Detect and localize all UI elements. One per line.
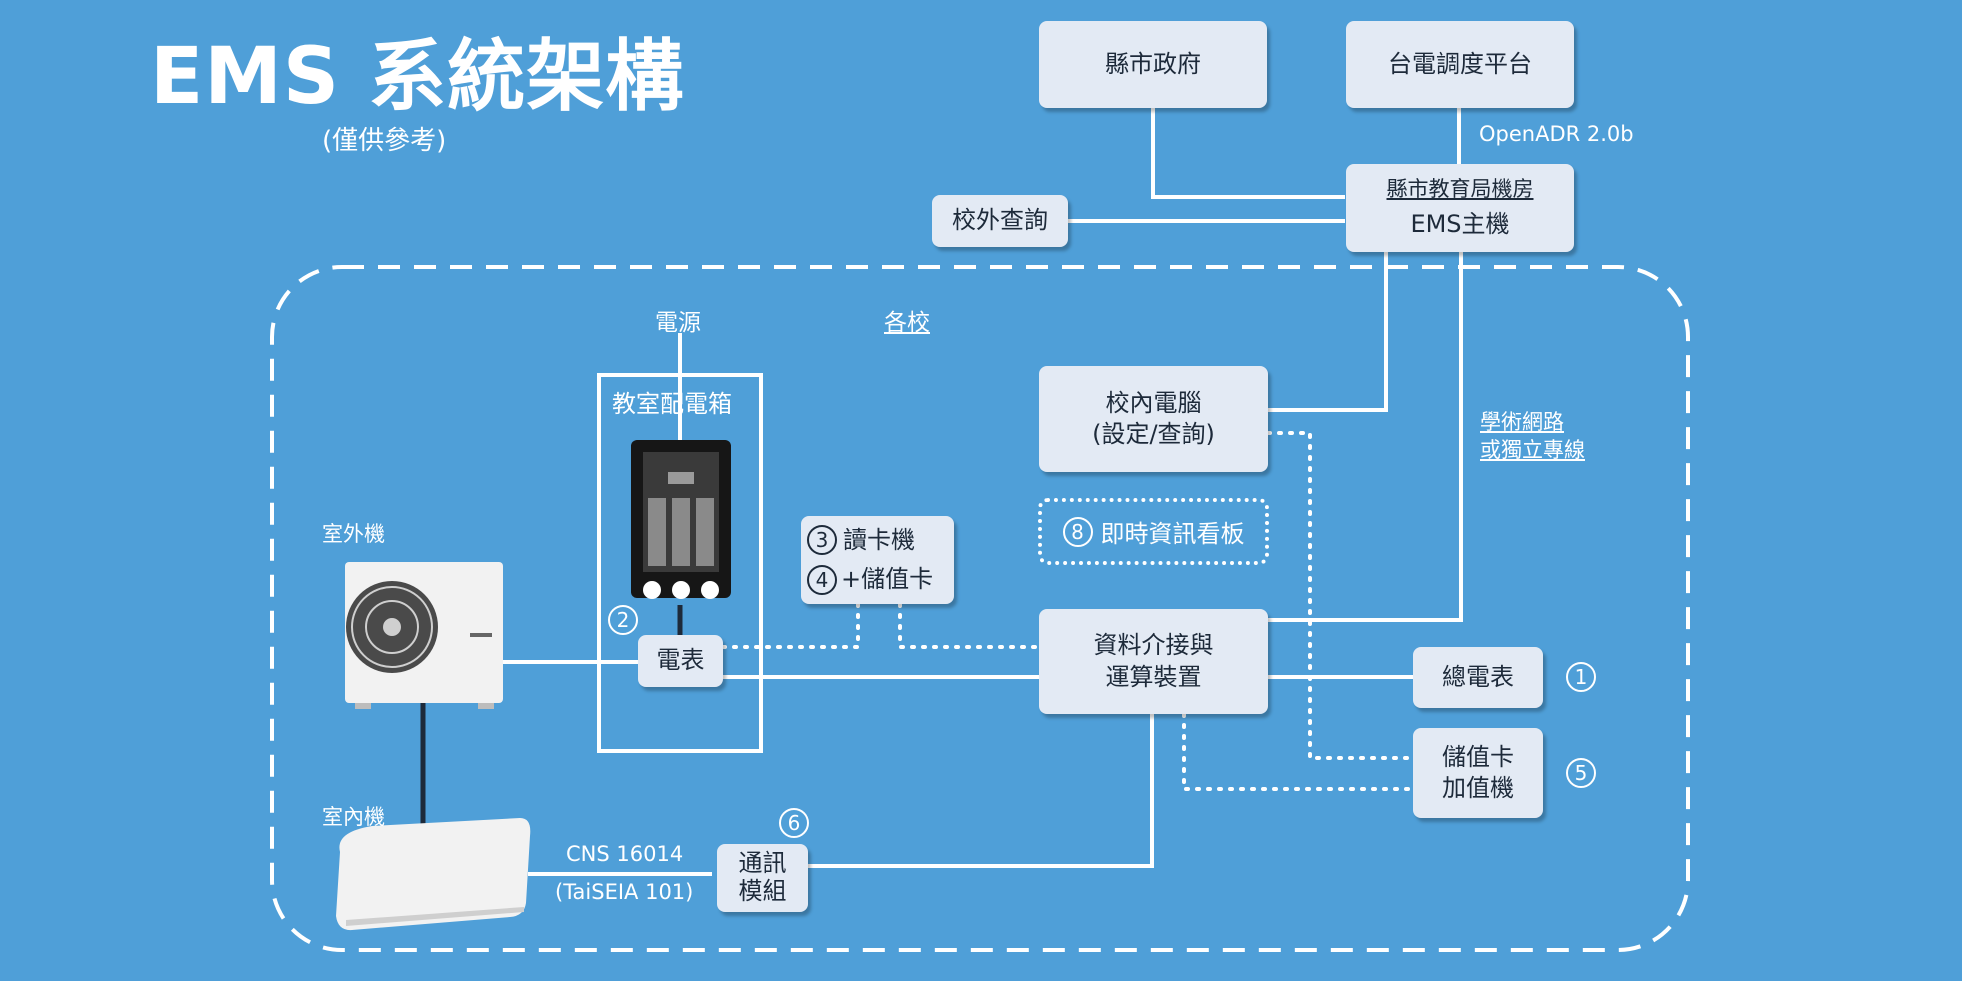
county-government-label: 縣市政府 <box>1105 49 1201 78</box>
main-meter-box: 總電表 <box>1413 647 1543 708</box>
indoor-unit-label: 室內機 <box>322 805 385 829</box>
card-topup-sublabel: 加值機 <box>1442 774 1514 802</box>
comm-module-sublabel: 模組 <box>738 877 787 905</box>
number-badge-4: 4 <box>807 564 837 595</box>
dotline-meter-cardreader <box>721 602 860 649</box>
taipower-dispatch-box: 台電調度平台 <box>1346 21 1574 108</box>
page-subtitle: (僅供參考) <box>322 126 447 156</box>
comm-module-label: 通訊 <box>738 849 787 878</box>
ems-host-label: EMS主機 <box>1410 210 1510 239</box>
county-government-box: 縣市政府 <box>1039 21 1267 108</box>
line-county-ems <box>1151 108 1345 199</box>
taipower-dispatch-label: 台電調度平台 <box>1388 49 1532 78</box>
each-school-label: 各校 <box>884 310 930 336</box>
indoor-unit-illustration <box>336 818 531 931</box>
number-badge-3: 3 <box>807 525 837 556</box>
network-sublabel: 或獨立專線 <box>1480 438 1585 462</box>
data-interface-label: 資料介接與 <box>1093 631 1214 660</box>
distribution-box-label: 教室配電箱 <box>612 390 732 418</box>
line-datainterface-comm <box>808 714 1154 868</box>
comm-module-box: 通訊 模組 <box>717 844 808 912</box>
dotline-cardreader-datainterface <box>898 602 1041 649</box>
stored-card-row: 4 +儲值卡 <box>807 564 933 595</box>
card-topup-box: 儲值卡 加值機 <box>1413 728 1543 818</box>
main-meter-label: 總電表 <box>1442 662 1514 691</box>
data-interface-box: 資料介接與 運算裝置 <box>1039 609 1268 714</box>
number-badge-8: 8 <box>1062 516 1093 547</box>
ems-host-location: 縣市教育局機房 <box>1386 176 1534 201</box>
offsite-query-box: 校外查詢 <box>932 195 1068 247</box>
school-boundary <box>270 265 1690 952</box>
line-ems-datainterface <box>1268 252 1463 622</box>
network-label: 學術網路 <box>1480 410 1564 434</box>
taiseia-standard-label: (TaiSEIA 101) <box>555 880 694 904</box>
number-badge-5: 5 <box>1566 758 1596 788</box>
campus-pc-label: 校內電腦 <box>1105 388 1202 417</box>
number-badge-1: 1 <box>1566 662 1596 692</box>
cns-standard-label: CNS 16014 <box>566 842 684 866</box>
meter-box: 電表 <box>638 635 723 687</box>
campus-pc-box: 校內電腦 (設定/查詢) <box>1039 366 1268 472</box>
outdoor-unit-illustration <box>345 562 503 709</box>
page-title: EMS 系統架構 <box>150 32 685 122</box>
meter-label: 電表 <box>656 646 705 675</box>
realtime-dashboard-label: 即時資訊看板 <box>1100 520 1245 548</box>
card-reader-label: 讀卡機 <box>843 525 915 554</box>
dotline-campuspc-topup <box>1266 431 1415 760</box>
ems-host-box: 縣市教育局機房 EMS主機 <box>1346 164 1574 252</box>
distribution-box-outline <box>597 373 763 753</box>
realtime-dashboard-box: 8 即時資訊看板 <box>1038 498 1269 565</box>
breaker-panel-illustration <box>631 440 731 599</box>
outdoor-unit-label: 室外機 <box>322 522 385 546</box>
card-topup-label: 儲值卡 <box>1442 742 1514 771</box>
card-reader-box: 3 讀卡機 4 +儲值卡 <box>801 516 954 604</box>
line-ems-campuspc <box>1268 252 1388 412</box>
stored-card-label: +儲值卡 <box>841 565 934 593</box>
dotline-datainterface-topup <box>1182 712 1415 791</box>
data-interface-sublabel: 運算裝置 <box>1105 662 1202 691</box>
power-source-label: 電源 <box>655 310 701 336</box>
openadr-label: OpenADR 2.0b <box>1479 122 1634 146</box>
campus-pc-sublabel: (設定/查詢) <box>1092 420 1215 448</box>
offsite-query-label: 校外查詢 <box>952 206 1048 235</box>
number-badge-6: 6 <box>779 808 809 838</box>
card-reader-row: 3 讀卡機 <box>807 525 915 556</box>
number-badge-2: 2 <box>608 605 638 635</box>
